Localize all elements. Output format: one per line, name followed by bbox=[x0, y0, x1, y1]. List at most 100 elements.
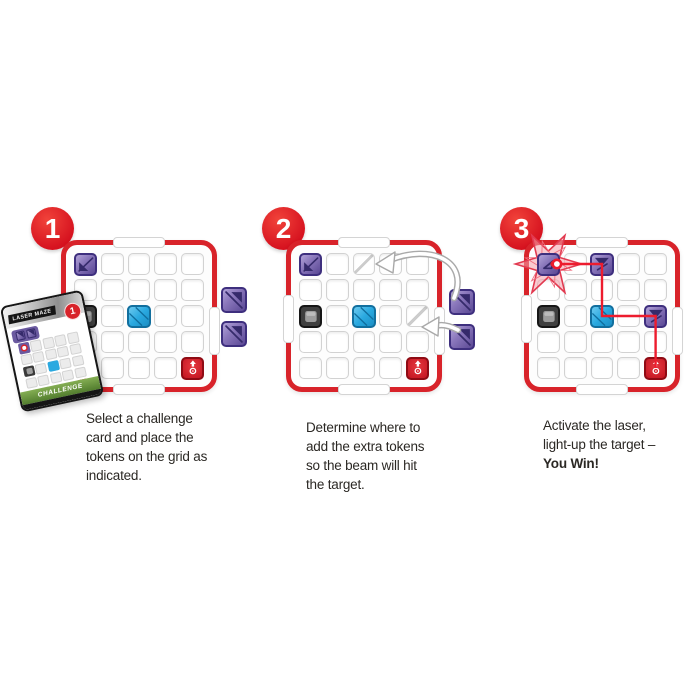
caption-line: add the extra tokens bbox=[306, 439, 425, 454]
grid-cell bbox=[352, 304, 376, 328]
grid-cell bbox=[590, 304, 614, 328]
grid-cell bbox=[299, 331, 322, 353]
caption-line-you-win: You Win! bbox=[543, 456, 599, 471]
grid-cell bbox=[180, 356, 205, 380]
challenge-card-logo: LASER MAZE bbox=[7, 304, 56, 324]
grid-cell bbox=[100, 331, 124, 353]
grid-cell bbox=[379, 331, 403, 353]
caption-line: indicated. bbox=[86, 468, 142, 483]
caption-line: tokens on the grid as bbox=[86, 449, 208, 464]
grid-cell bbox=[73, 252, 98, 276]
card-grid-cell bbox=[61, 368, 75, 382]
card-target-token-icon bbox=[17, 341, 31, 355]
mirror-corner-token-icon bbox=[298, 252, 323, 276]
grid-cell bbox=[590, 279, 614, 301]
card-grid-cell bbox=[22, 364, 36, 378]
grid-cell bbox=[181, 305, 204, 327]
grid-cell bbox=[537, 331, 560, 353]
grid-cell bbox=[590, 331, 614, 353]
mirror-corner-token-icon bbox=[73, 252, 98, 276]
step-1-badge: 1 bbox=[31, 207, 74, 250]
board-tab bbox=[113, 384, 165, 395]
grid-cell bbox=[154, 279, 178, 301]
card-grid-cell bbox=[56, 345, 70, 359]
mirror-v-token-icon bbox=[643, 304, 668, 328]
splitter-token-icon bbox=[590, 304, 614, 328]
card-grid-cell bbox=[25, 376, 39, 390]
grid-cell bbox=[299, 279, 322, 301]
grid-cell bbox=[352, 279, 376, 301]
grid-cell bbox=[644, 331, 667, 353]
board-tab bbox=[576, 237, 628, 248]
card-grid-cell bbox=[66, 331, 80, 344]
grid-cell bbox=[154, 357, 178, 379]
card-grid-cell bbox=[71, 354, 85, 368]
caption-line: Determine where to bbox=[306, 420, 421, 435]
hint-cell bbox=[406, 305, 429, 327]
step-2-badge: 2 bbox=[262, 207, 305, 250]
grid-cell bbox=[154, 331, 178, 353]
step-2-caption: Determine where to add the extra tokens … bbox=[306, 418, 425, 494]
grid-cell bbox=[181, 253, 204, 275]
laser-token-icon bbox=[180, 356, 205, 380]
splitter-token-icon bbox=[352, 304, 376, 328]
card-grid-cell bbox=[49, 371, 63, 384]
grid-cell bbox=[405, 356, 430, 380]
caption-line: card and place the bbox=[86, 430, 194, 445]
grid-cell bbox=[406, 279, 429, 301]
grid-cell bbox=[100, 305, 124, 327]
grid-cell bbox=[563, 331, 587, 353]
grid-cell bbox=[325, 331, 349, 353]
grid-cell bbox=[325, 357, 349, 379]
step-3-caption: Activate the laser, light-up the target … bbox=[543, 416, 655, 473]
grid-cell bbox=[127, 357, 151, 379]
laser-token-icon bbox=[643, 356, 668, 380]
card-grid-cell bbox=[73, 366, 87, 379]
grid-cell bbox=[617, 279, 641, 301]
grid-cell bbox=[590, 252, 614, 276]
board-tab bbox=[283, 295, 294, 343]
card-splitter-token-icon bbox=[46, 359, 60, 373]
grid-cell bbox=[325, 305, 349, 327]
grid-cell bbox=[643, 356, 668, 380]
grid-cell bbox=[379, 357, 403, 379]
card-grid-cell bbox=[42, 336, 55, 350]
grid-cell bbox=[299, 357, 322, 379]
card-grid-cell bbox=[20, 353, 34, 366]
grid-cell bbox=[590, 357, 614, 379]
grid-cell bbox=[617, 305, 641, 327]
grid-cell bbox=[100, 279, 124, 301]
grid-cell bbox=[537, 279, 560, 301]
game-board-step-3 bbox=[512, 232, 683, 395]
grid-cell bbox=[100, 253, 124, 275]
challenge-card: LASER MAZE 1 CHALLENGE bbox=[0, 289, 105, 413]
grid-cell bbox=[181, 331, 204, 353]
grid-cell bbox=[127, 253, 151, 275]
card-blocker-token-icon bbox=[22, 364, 36, 378]
card-grid-cell bbox=[59, 357, 73, 370]
target-lit-token-icon bbox=[536, 252, 561, 276]
grid-cell bbox=[563, 357, 587, 379]
card-grid-cell bbox=[34, 362, 48, 375]
board-tab bbox=[209, 307, 220, 355]
grid-cell bbox=[127, 331, 151, 353]
grid-cell bbox=[154, 253, 178, 275]
board-tab bbox=[338, 384, 390, 395]
grid-cell bbox=[563, 279, 587, 301]
card-grid-cell bbox=[46, 359, 60, 373]
board-tab bbox=[338, 237, 390, 248]
laser-token-icon bbox=[405, 356, 430, 380]
mirror-diag-token-icon bbox=[221, 287, 247, 313]
board-tab bbox=[521, 295, 532, 343]
board-grid bbox=[529, 245, 675, 387]
grid-cell bbox=[325, 279, 349, 301]
card-grid-cell bbox=[44, 348, 58, 361]
blocker-token-icon bbox=[536, 304, 561, 328]
grid-cell bbox=[644, 279, 667, 301]
challenge-card-grid bbox=[17, 331, 90, 401]
caption-line: the target. bbox=[306, 477, 365, 492]
grid-cell bbox=[617, 331, 641, 353]
hint-cell bbox=[352, 253, 376, 275]
grid-cell bbox=[379, 305, 403, 327]
